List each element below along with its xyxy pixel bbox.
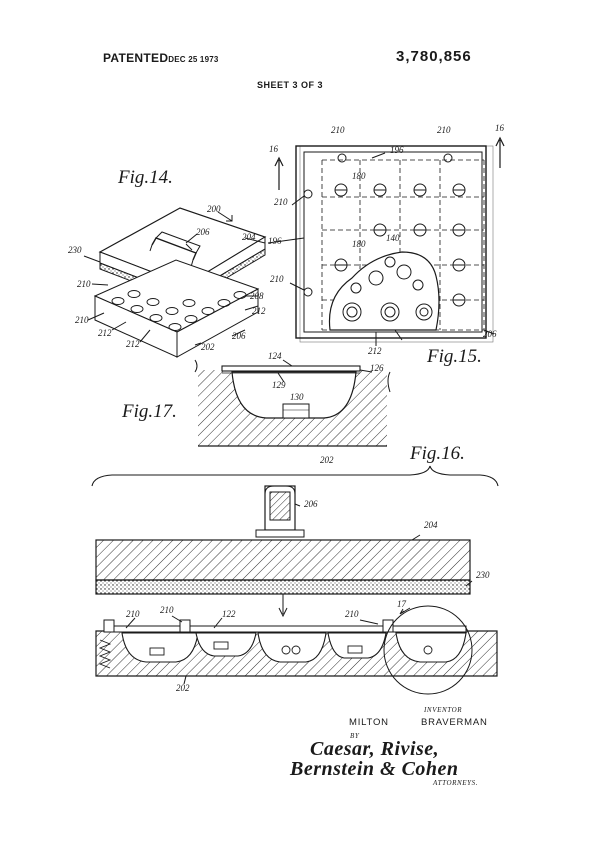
ref-210-b: 210	[75, 315, 89, 325]
fig14-label: Fig.14.	[118, 167, 173, 188]
inventor-caption: INVENTOR	[424, 706, 463, 714]
ref-16-b: 16	[495, 123, 504, 133]
ref-212-c: 212	[252, 306, 266, 316]
ref-210-h: 210	[160, 605, 174, 615]
ref-16-a: 16	[269, 144, 278, 154]
attorneys-caption: ATTORNEYS.	[433, 779, 479, 787]
ref-206-d: 206	[304, 499, 318, 509]
ref-180-b: 180	[352, 239, 366, 249]
fig16-label: Fig.16.	[410, 443, 465, 464]
by-label: BY	[350, 732, 360, 740]
ref-202-c: 202	[176, 683, 190, 693]
patent-number: 3,780,856	[396, 48, 472, 65]
ref-210-i: 210	[345, 609, 359, 619]
sheet-label: SHEET 3 OF 3	[257, 80, 324, 90]
ref-17: 17	[397, 599, 406, 609]
ref-206-c: 206	[483, 329, 497, 339]
patented-label: PATENTED	[103, 51, 169, 65]
attorneys-signature-line2: Bernstein & Cohen	[290, 758, 459, 780]
patent-date: DEC 25 1973	[168, 55, 219, 64]
ref-208: 208	[250, 291, 264, 301]
ref-140: 140	[386, 233, 400, 243]
ref-124: 124	[268, 351, 282, 361]
ref-230: 230	[68, 245, 82, 255]
ref-230-b: 230	[476, 570, 490, 580]
ref-202-b: 202	[320, 455, 334, 465]
fig15-label: Fig.15.	[427, 346, 482, 367]
ref-206-b: 206	[232, 331, 246, 341]
ref-204: 204	[242, 232, 256, 242]
ref-210-a: 210	[77, 279, 91, 289]
ref-210-f: 210	[270, 274, 284, 284]
ref-122: 122	[222, 609, 236, 619]
inventor-first-name: MILTON	[349, 717, 389, 728]
fig15-plate-drawing	[267, 136, 505, 346]
ref-180-a: 180	[352, 171, 366, 181]
fig14-mold-drawing	[83, 207, 267, 358]
ref-210-c: 210	[331, 125, 345, 135]
ref-210-g: 210	[126, 609, 140, 619]
ref-212-b: 212	[126, 339, 140, 349]
ref-129: 129	[272, 380, 286, 390]
ref-196-a: 196	[390, 145, 404, 155]
ref-206: 206	[196, 227, 210, 237]
ref-202: 202	[201, 342, 215, 352]
ref-126: 126	[370, 363, 384, 373]
ref-212-a: 212	[98, 328, 112, 338]
ref-210-e: 210	[274, 197, 288, 207]
ref-130: 130	[290, 392, 304, 402]
attorneys-signature-line1: Caesar, Rivise,	[310, 738, 440, 760]
ref-212-d: 212	[368, 346, 382, 356]
fig17-section-drawing	[194, 359, 391, 447]
fig17-label: Fig.17.	[122, 401, 177, 422]
ref-204-b: 204	[424, 520, 438, 530]
fig16-section-drawing	[91, 465, 499, 695]
ref-196-b: 196	[268, 236, 282, 246]
inventor-last-name: BRAVERMAN	[421, 717, 488, 728]
ref-200: 200	[207, 204, 221, 214]
patented-header: PATENTEDDEC 25 1973	[103, 52, 219, 64]
ref-210-d: 210	[437, 125, 451, 135]
